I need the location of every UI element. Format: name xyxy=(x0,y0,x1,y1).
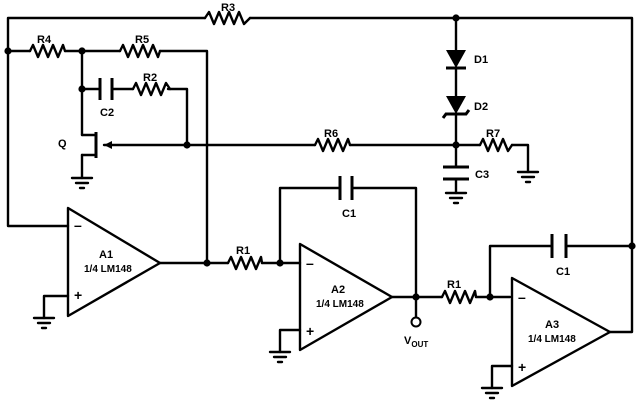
ground-icon xyxy=(268,350,292,364)
opamp-a2: – + A2 1/4 LM148 xyxy=(298,242,394,352)
svg-text:A3: A3 xyxy=(545,319,559,331)
svg-text:R5: R5 xyxy=(135,34,149,46)
resistor-r3: R3 xyxy=(203,2,252,26)
svg-text:Q: Q xyxy=(58,138,67,150)
svg-text:R1: R1 xyxy=(236,245,250,257)
opamp-a3: – + A3 1/4 LM148 xyxy=(510,276,612,388)
output-terminal: VOUT xyxy=(404,316,428,349)
ground-icon xyxy=(70,176,94,190)
svg-text:R6: R6 xyxy=(324,128,338,140)
svg-text:C1: C1 xyxy=(556,266,570,278)
svg-text:+: + xyxy=(74,287,82,303)
resistor-r2: R2 xyxy=(131,72,172,97)
capacitor-c3: C3 xyxy=(443,165,489,181)
svg-text:R1: R1 xyxy=(447,279,461,291)
svg-text:C2: C2 xyxy=(100,107,114,119)
resistor-r5: R5 xyxy=(118,34,162,59)
svg-text:D2: D2 xyxy=(474,101,488,113)
svg-text:1/4 LM148: 1/4 LM148 xyxy=(528,334,576,345)
resistor-r1-b: R1 xyxy=(440,279,478,305)
svg-text:A2: A2 xyxy=(331,284,345,296)
svg-text:–: – xyxy=(74,217,82,233)
svg-text:+: + xyxy=(518,359,526,375)
diode-d2-zener: D2 xyxy=(441,96,488,119)
junction-dots xyxy=(4,14,636,301)
svg-text:R2: R2 xyxy=(143,72,157,84)
capacitor-c1-b: C1 xyxy=(550,234,570,278)
resistor-r7: R7 xyxy=(478,128,514,153)
diode-d1: D1 xyxy=(446,50,488,70)
svg-text:1/4 LM148: 1/4 LM148 xyxy=(316,299,364,310)
svg-text:C1: C1 xyxy=(342,208,356,220)
ground-icon xyxy=(480,386,504,400)
svg-text:C3: C3 xyxy=(475,169,489,181)
resistor-r1-a: R1 xyxy=(226,245,264,271)
svg-text:+: + xyxy=(306,323,314,339)
svg-text:R4: R4 xyxy=(37,34,52,46)
svg-text:–: – xyxy=(518,289,526,305)
svg-text:A1: A1 xyxy=(99,249,113,261)
svg-text:VOUT: VOUT xyxy=(404,335,428,349)
capacitor-c2: C2 xyxy=(98,78,114,119)
wires xyxy=(6,16,634,390)
ground-icon xyxy=(444,191,468,205)
opamp-a1: – + A1 1/4 LM148 xyxy=(66,206,162,318)
ground-icon xyxy=(516,170,540,184)
capacitor-c1-a: C1 xyxy=(338,176,356,220)
transistor-q: Q xyxy=(58,132,112,158)
svg-text:R3: R3 xyxy=(221,2,235,14)
ground-icon xyxy=(32,316,56,330)
svg-text:1/4 LM148: 1/4 LM148 xyxy=(84,264,132,275)
resistor-r4: R4 xyxy=(28,34,67,59)
resistor-r6: R6 xyxy=(313,128,352,153)
svg-text:R7: R7 xyxy=(486,128,500,140)
svg-text:D1: D1 xyxy=(474,54,488,66)
svg-text:–: – xyxy=(306,255,314,271)
